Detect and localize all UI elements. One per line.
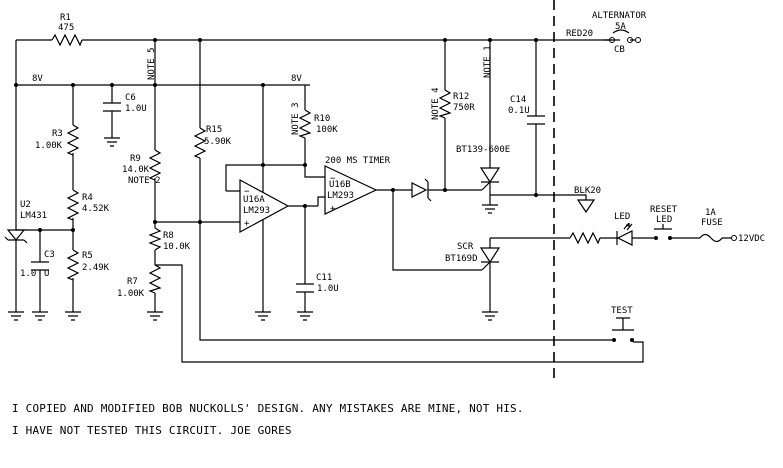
label-note2: NOTE 2	[128, 176, 161, 186]
label-c3-unit: U	[44, 269, 49, 279]
label-c6-value: 1.0U	[125, 104, 147, 114]
label-r4-ref: R4	[82, 193, 93, 203]
label-scr: SCR	[457, 242, 474, 252]
label-r5-ref: R5	[82, 251, 93, 261]
triac-bt139	[479, 167, 501, 191]
label-test: TEST	[611, 306, 633, 316]
label-8v-left: 8V	[32, 74, 43, 84]
label-u2-ref: U2	[20, 200, 31, 210]
resistor-r9	[148, 149, 162, 181]
capacitor-c3	[31, 261, 49, 271]
comparator-u16b: −+	[324, 165, 378, 215]
label-cb: CB	[614, 45, 625, 55]
label-r3-value: 1.00K	[35, 141, 63, 151]
label-r15-value: 5.90K	[204, 137, 232, 147]
label-u16b-ref: U16B	[329, 180, 351, 190]
label-r7-value: 1.00K	[117, 289, 145, 299]
wires	[15, 39, 732, 363]
label-c11-value: 1.0U	[317, 284, 339, 294]
test-button	[612, 317, 634, 342]
resistor-r5	[66, 249, 80, 281]
capacitor-c11	[296, 283, 314, 293]
label-r7-ref: R7	[127, 277, 138, 287]
junction-dots	[14, 38, 538, 232]
label-12vdc: 12VDC	[738, 234, 765, 244]
capacitor-c14	[527, 115, 545, 125]
label-fuse-rating: 1A	[705, 208, 716, 218]
label-8v-mid: 8V	[291, 74, 302, 84]
label-timer: 200 MS TIMER	[325, 156, 391, 166]
label-note4: NOTE 4	[431, 87, 441, 120]
label-r4-value: 4.52K	[82, 204, 110, 214]
label-u16a-value: LM293	[243, 206, 270, 216]
label-c11-ref: C11	[316, 273, 332, 283]
label-r12-value: 750R	[453, 103, 475, 113]
svg-text:−: −	[244, 187, 250, 197]
label-fuse: FUSE	[701, 218, 723, 228]
label-c14-ref: C14	[510, 95, 526, 105]
label-r8-ref: R8	[163, 231, 174, 241]
fuse	[699, 233, 737, 243]
resistor-r15	[193, 127, 207, 159]
label-r1-value: 475	[58, 23, 74, 33]
label-reset-led-1: RESET	[650, 205, 678, 215]
label-cb-rating: 5A	[615, 22, 626, 32]
resistor-r10	[298, 109, 312, 139]
label-u16a-ref: U16A	[243, 195, 265, 205]
label-alternator: ALTERNATOR	[592, 11, 647, 21]
resistor-r8	[148, 227, 162, 251]
ground-symbols	[8, 137, 596, 321]
svg-text:+: +	[244, 219, 250, 229]
svg-text:+: +	[330, 204, 336, 214]
svg-text:−: −	[330, 174, 336, 184]
circuit-breaker	[609, 29, 641, 43]
label-u2-value: LM431	[20, 211, 47, 221]
label-r3-ref: R3	[52, 129, 63, 139]
label-note3: NOTE 3	[291, 102, 301, 135]
label-note5: NOTE 5	[147, 47, 157, 80]
resistor-r12	[438, 89, 452, 119]
resistor-r1	[51, 33, 83, 47]
label-r12-ref: R12	[453, 92, 469, 102]
label-r8-value: 10.0K	[163, 242, 191, 252]
label-u16b-value: LM293	[327, 191, 354, 201]
reset-led-button	[654, 224, 672, 240]
shunt-reference-u2	[4, 220, 28, 244]
resistor-led	[569, 231, 601, 245]
label-r1-ref: R1	[60, 13, 71, 23]
label-reset-led-2: LED	[656, 215, 672, 225]
footer-note-line1: I COPIED AND MODIFIED BOB NUCKOLLS' DESI…	[12, 402, 524, 415]
label-led: LED	[614, 212, 630, 222]
diode	[411, 178, 432, 202]
resistor-r4	[66, 189, 80, 221]
label-blk20: BLK20	[574, 186, 601, 196]
label-scr-value: BT169D	[445, 254, 478, 264]
label-red20: RED20	[566, 29, 593, 39]
led	[616, 222, 633, 246]
capacitor-c6	[103, 102, 121, 112]
label-r9-ref: R9	[130, 154, 141, 164]
label-r9-value: 14.0K	[122, 165, 150, 175]
label-note1: NOTE 1	[483, 45, 493, 78]
label-c6-ref: C6	[125, 93, 136, 103]
resistor-r7	[148, 264, 162, 294]
scr-bt169d	[479, 247, 501, 271]
resistor-r3	[66, 124, 80, 156]
label-c14-value: 0.1U	[508, 106, 530, 116]
label-c3-ref: C3	[44, 250, 55, 260]
footer-note-line2: I HAVE NOT TESTED THIS CIRCUIT. JOE GORE…	[12, 424, 292, 437]
label-r15-ref: R15	[206, 125, 222, 135]
label-r5-value: 2.49K	[82, 263, 110, 273]
comparator-u16a: −+	[239, 178, 290, 234]
label-r10-ref: R10	[314, 114, 330, 124]
label-r10-value: 100K	[316, 125, 338, 135]
label-triac-value: BT139-600E	[456, 145, 510, 155]
label-c3-value: 1.0	[20, 269, 36, 279]
